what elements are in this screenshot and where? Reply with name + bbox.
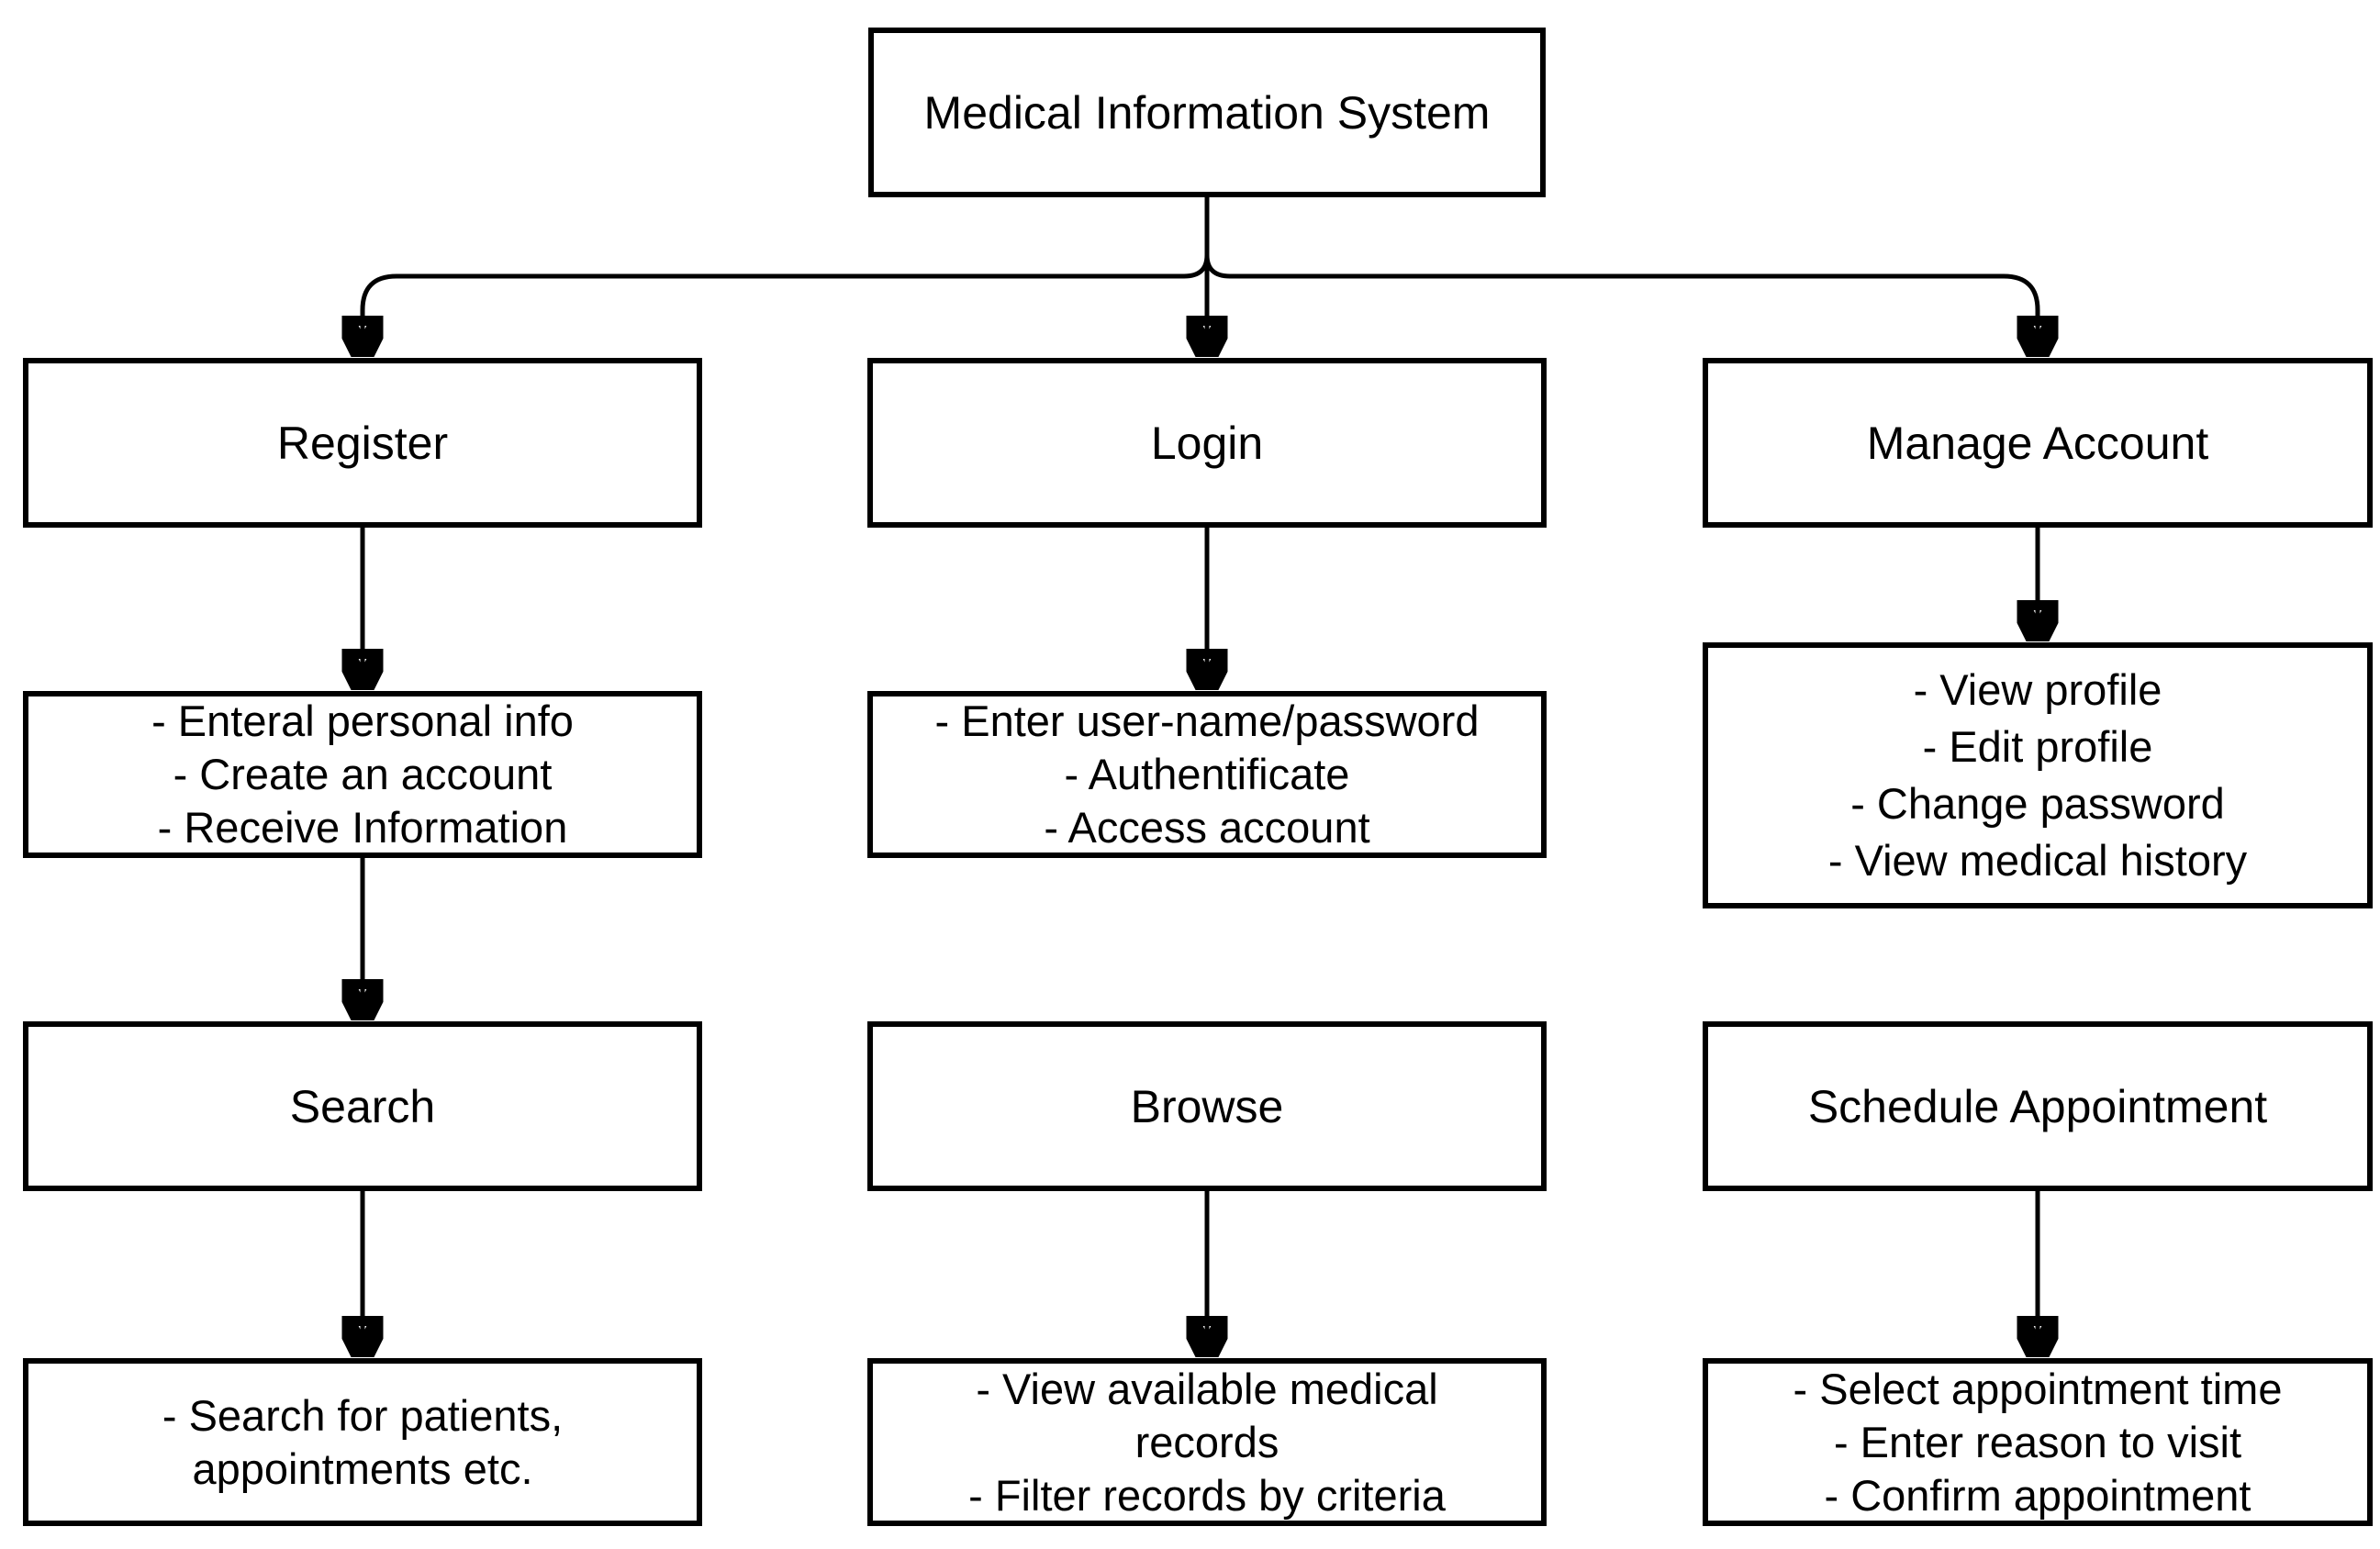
detail-line: - View medical history <box>1827 836 2248 885</box>
detail-line: - Receive Information <box>157 803 568 852</box>
detail-line: - View available medical <box>976 1364 1438 1413</box>
detail-line: - Authentificate <box>1064 750 1350 798</box>
detail-line: - Enter user-name/password <box>934 696 1480 745</box>
node-register: Register <box>23 358 702 528</box>
node-search-details: - Search for patients, appointments etc. <box>23 1358 702 1526</box>
node-label: Register <box>276 417 449 469</box>
node-search: Search <box>23 1021 702 1191</box>
node-schedule-appointment: Schedule Appointment <box>1703 1021 2373 1191</box>
connector-root-to-register <box>363 195 1210 351</box>
detail-line: - Confirm appointment <box>1824 1470 2252 1520</box>
node-register-details: - Enteral personal info - Create an acco… <box>23 691 702 858</box>
detail-line: - Access account <box>1044 803 1370 852</box>
detail-line: - Filter records by criteria <box>968 1470 1446 1520</box>
detail-line: - Select appointment time <box>1793 1364 2283 1413</box>
node-browse: Browse <box>867 1021 1547 1191</box>
detail-line: appointments etc. <box>192 1443 533 1493</box>
node-label: Manage Account <box>1866 417 2209 469</box>
detail-line: - Edit profile <box>1922 722 2153 771</box>
detail-line: - View profile <box>1913 665 2162 714</box>
node-label: Schedule Appointment <box>1807 1080 2268 1132</box>
node-label: Search <box>289 1080 436 1132</box>
node-label: Browse <box>1130 1080 1284 1132</box>
detail-line: - Create an account <box>173 750 553 798</box>
node-login: Login <box>867 358 1547 528</box>
detail-line: - Change password <box>1850 779 2225 828</box>
node-medical-information-system: Medical Information System <box>868 28 1546 197</box>
connector-root-to-manage-account <box>1204 254 2038 351</box>
node-browse-details: - View available medical records - Filte… <box>867 1358 1547 1526</box>
detail-line: - Enteral personal info <box>151 696 574 745</box>
detail-line: - Enter reason to visit <box>1833 1417 2242 1466</box>
node-label: Login <box>1150 417 1264 469</box>
node-manage-account-details: - View profile - Edit profile - Change p… <box>1703 642 2373 908</box>
detail-line: records <box>1134 1417 1279 1466</box>
node-schedule-appointment-details: - Select appointment time - Enter reason… <box>1703 1358 2373 1526</box>
detail-line: - Search for patients, <box>162 1390 564 1440</box>
node-manage-account: Manage Account <box>1703 358 2373 528</box>
node-login-details: - Enter user-name/password - Authentific… <box>867 691 1547 858</box>
node-label: Medical Information System <box>923 86 1491 139</box>
